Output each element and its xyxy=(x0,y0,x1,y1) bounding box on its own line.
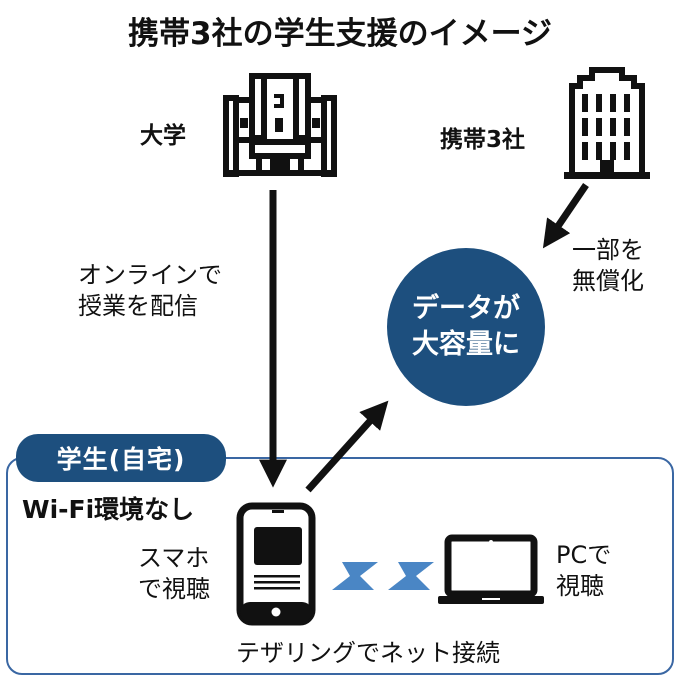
edge-label-line: 一部を xyxy=(572,236,644,264)
tethering-signal-icon xyxy=(332,562,434,590)
pc-label-line: PCで xyxy=(556,541,612,569)
tethering-label: テザリングでネット接続 xyxy=(236,639,500,667)
edge-label-online-class: オンラインで 授業を配信 xyxy=(78,260,222,322)
arrow-smartphone-to-data xyxy=(305,400,389,493)
university-label: 大学 xyxy=(140,123,186,149)
circle-text-line: 大容量に xyxy=(412,329,520,360)
smartphone-label-line: スマホ xyxy=(138,544,210,572)
university-building-icon xyxy=(223,73,337,177)
diagram-title: 携帯3社の学生支援のイメージ xyxy=(128,16,552,52)
smartphone-label-line: で視聴 xyxy=(138,575,210,603)
arrow-carriers-to-data xyxy=(542,183,589,249)
pc-label: PCで 視聴 xyxy=(556,540,611,602)
student-home-tab: 学生(自宅) xyxy=(16,434,226,482)
no-wifi-label: Wi-Fi環境なし xyxy=(22,495,195,524)
carriers-label: 携帯3社 xyxy=(440,127,526,153)
smartphone-icon xyxy=(236,502,316,626)
edge-label-line: 授業を配信 xyxy=(78,292,198,320)
edge-label-line: オンラインで xyxy=(78,261,222,289)
data-capacity-circle: データが 大容量に xyxy=(387,248,545,406)
edge-label-line: 無償化 xyxy=(572,267,644,295)
office-building-icon xyxy=(564,67,650,179)
pc-label-line: 視聴 xyxy=(556,572,604,600)
edge-label-free-data: 一部を 無償化 xyxy=(572,235,644,297)
smartphone-label: スマホ で視聴 xyxy=(138,543,210,605)
laptop-icon xyxy=(438,534,544,604)
circle-text-line: データが xyxy=(412,293,520,324)
